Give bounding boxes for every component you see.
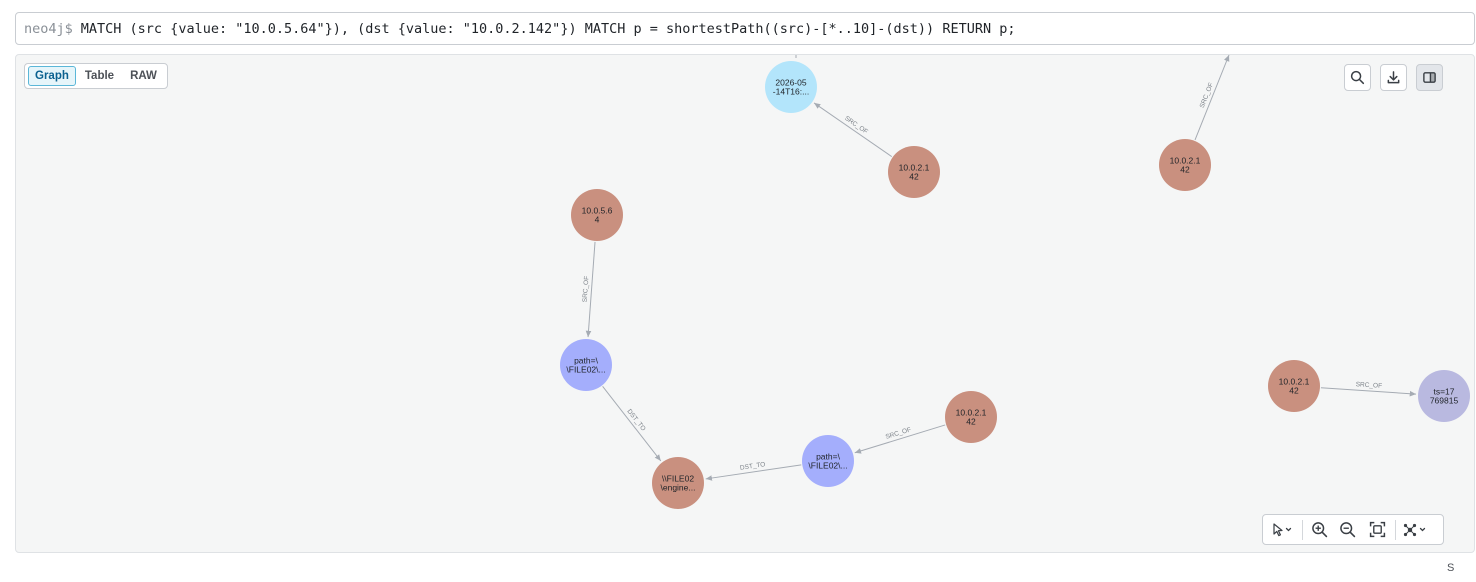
zoom-in-button[interactable] (1306, 518, 1332, 542)
graph-node-circle[interactable] (802, 435, 854, 487)
status-text-fragment: S (1447, 562, 1455, 574)
graph-edge-label: DST_TO (740, 461, 766, 472)
search-icon (1350, 70, 1365, 85)
graph-node-label: \engine... (661, 483, 696, 493)
view-table-button[interactable]: Table (84, 70, 115, 82)
graph-node-circle[interactable] (571, 189, 623, 241)
view-raw-button[interactable]: RAW (130, 70, 157, 82)
graph-node-label: 42 (909, 172, 919, 182)
fit-to-screen-icon (1369, 521, 1385, 538)
sidebar-panel-icon (1423, 72, 1436, 83)
graph-node-label: ts=17 (1433, 387, 1454, 397)
graph-node-label: 10.0.2.1 (1170, 156, 1201, 166)
layout-dropdown[interactable] (1399, 518, 1433, 542)
graph-node-label: 10.0.2.1 (1279, 377, 1310, 387)
cypher-query-input[interactable]: neo4j$ MATCH (src {value: "10.0.5.64"}),… (15, 12, 1475, 45)
graph-node-label: 10.0.2.1 (956, 408, 987, 418)
graph-node-circle[interactable] (945, 391, 997, 443)
graph-node-circle[interactable] (560, 339, 612, 391)
graph-node-label: \FILE02\... (808, 461, 847, 471)
graph-node-label: \FILE02\... (566, 365, 605, 375)
graph-node[interactable]: path=\\FILE02\... (802, 435, 854, 487)
graph-node-label: 42 (966, 417, 976, 427)
graph-controls-toolbar (1262, 514, 1444, 545)
graph-node-label: \\FILE02 (662, 474, 694, 484)
graph-node-circle[interactable] (765, 61, 817, 113)
toggle-panel-button[interactable] (1416, 64, 1443, 91)
graph-node-circle[interactable] (1268, 360, 1320, 412)
graph-node-label: 2026-05 (775, 78, 806, 88)
graph-node-label: path=\ (816, 452, 841, 462)
select-mode-dropdown[interactable] (1267, 518, 1299, 542)
graph-node[interactable]: 10.0.2.142 (1268, 360, 1320, 412)
result-view-toggle: Graph Table RAW (24, 63, 168, 89)
download-button[interactable] (1380, 64, 1407, 91)
graph-node-label: 42 (1289, 386, 1299, 396)
graph-node-circle[interactable] (1418, 370, 1470, 422)
graph-edge[interactable] (1320, 387, 1417, 397)
graph-edge-label: SRC_OF (885, 426, 912, 440)
graph-edge-label: SRC_OF (582, 276, 591, 303)
graph-edge[interactable] (813, 102, 893, 158)
graph-node[interactable]: 10.0.2.142 (888, 146, 940, 198)
graph-edge[interactable] (1194, 54, 1230, 141)
query-text[interactable]: MATCH (src {value: "10.0.5.64"}), (dst {… (80, 20, 1016, 37)
graph-node-circle[interactable] (888, 146, 940, 198)
graph-node[interactable]: \\FILE02\engine... (652, 457, 704, 509)
graph-node-label: -14T16:... (773, 87, 809, 97)
graph-node[interactable]: 10.0.2.142 (1159, 139, 1211, 191)
graph-edge[interactable] (705, 464, 802, 481)
graph-node-circle[interactable] (1159, 139, 1211, 191)
graph-node-label: 4 (595, 215, 600, 225)
graph-layout-icon (1403, 523, 1426, 536)
graph-edge[interactable] (602, 385, 662, 462)
toolbar-divider (1395, 519, 1396, 540)
graph-node-label: 10.0.5.6 (582, 206, 613, 216)
view-graph-button[interactable]: Graph (28, 66, 76, 86)
graph-node[interactable]: 10.0.5.64 (571, 189, 623, 241)
graph-edge[interactable] (854, 424, 946, 454)
graph-node-circle[interactable] (652, 457, 704, 509)
graph-node[interactable]: path=\\FILE02\... (560, 339, 612, 391)
zoom-out-button[interactable] (1332, 518, 1362, 542)
graph-node[interactable]: 2026-05-14T16:... (765, 61, 817, 113)
pointer-select-icon (1273, 522, 1292, 536)
download-icon (1387, 71, 1400, 84)
graph-node-label: 769815 (1430, 396, 1459, 406)
graph-node[interactable]: 10.0.2.142 (945, 391, 997, 443)
toolbar-divider (1302, 519, 1303, 540)
query-prompt: neo4j$ (24, 20, 73, 37)
zoom-out-icon (1339, 522, 1355, 538)
fit-to-screen-button[interactable] (1362, 518, 1392, 542)
graph-edge[interactable] (585, 241, 596, 338)
graph-node-label: 10.0.2.1 (899, 163, 930, 173)
graph-node-label: 42 (1180, 165, 1190, 175)
zoom-in-icon (1311, 522, 1327, 538)
search-button[interactable] (1344, 64, 1371, 91)
graph-edge-label: SRC_OF (1355, 381, 1382, 390)
graph-visualization[interactable]: SRC_OFSRC_OFSRC_OFDST_TODST_TOSRC_OFSRC_… (16, 54, 1476, 554)
graph-node-label: path=\ (574, 356, 599, 366)
